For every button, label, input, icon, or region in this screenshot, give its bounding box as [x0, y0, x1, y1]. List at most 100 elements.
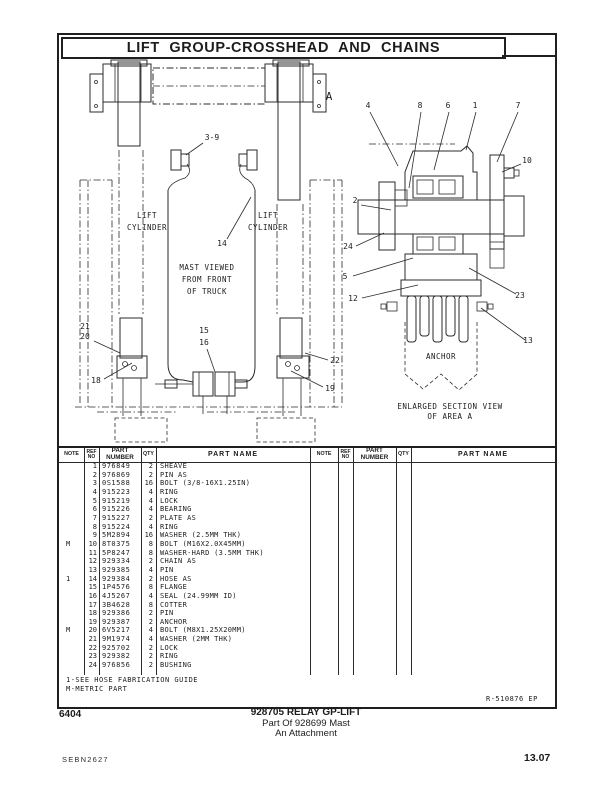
- cell-name: LOCK: [160, 643, 179, 652]
- cell-note: [59, 497, 84, 506]
- callout-20: 20: [80, 332, 90, 341]
- sheave-left-drawing: [89, 59, 152, 147]
- cell-ref: 24: [88, 661, 97, 670]
- column-divider: [141, 448, 142, 675]
- flange-fitting-drawing: [155, 371, 248, 414]
- cell-note: [59, 601, 84, 610]
- callout-4: 4: [366, 101, 371, 110]
- header-qty: QTY: [143, 451, 154, 458]
- page-title: LIFT GROUP-CROSSHEAD AND CHAINS: [126, 40, 441, 56]
- callout-8: 8: [418, 101, 423, 110]
- cell-name: COTTER: [160, 600, 188, 609]
- column-divider: [156, 448, 157, 675]
- callout-leaders-left: [93, 142, 329, 388]
- header-note: NOTE: [64, 451, 79, 458]
- cell-pn: 929385: [102, 565, 131, 574]
- page-border: [57, 33, 557, 709]
- column-divider: [99, 448, 100, 675]
- caption-group-title: 928705 RELAY GP-LIFT: [250, 707, 362, 718]
- cell-note: [59, 557, 84, 566]
- callout-10: 10: [522, 156, 532, 165]
- view-note-line1: MAST VIEWED: [179, 263, 234, 272]
- cell-pn: 915227: [102, 513, 131, 522]
- cell-qty: 4: [148, 522, 153, 531]
- cell-ref: 1: [92, 462, 97, 470]
- cell-pn: 8T0375: [102, 539, 131, 548]
- cell-name: HOSE AS: [160, 574, 192, 583]
- lift-cylinder-right-label-line1: LIFT: [258, 211, 278, 220]
- cell-note: [59, 644, 84, 653]
- cell-name: ANCHOR: [160, 617, 188, 626]
- cell-note: [59, 471, 84, 480]
- column-divider: [338, 448, 339, 675]
- cell-ref: 7: [92, 513, 97, 522]
- cell-note: [59, 652, 84, 661]
- cell-name: BEARING: [160, 505, 192, 514]
- cell-pn: 976869: [102, 470, 131, 479]
- cell-note: [59, 505, 84, 514]
- hose-fitting-right-drawing: [238, 149, 258, 191]
- cell-name: PLATE AS: [160, 513, 197, 522]
- cell-qty: 2: [148, 557, 153, 566]
- callout-22: 22: [330, 356, 340, 365]
- cell-ref: 3: [92, 479, 97, 488]
- area-a-marker: A: [326, 90, 333, 103]
- cell-pn: 929386: [102, 609, 131, 618]
- cell-qty: 4: [148, 505, 153, 514]
- crosshead-drawing: [152, 67, 266, 105]
- lift-cylinder-right-label-line2: CYLINDER: [248, 223, 288, 232]
- cell-ref: 2: [92, 470, 97, 479]
- cell-qty: 2: [148, 652, 153, 661]
- cell-ref: 18: [88, 609, 97, 618]
- cell-pn: 976849: [102, 462, 131, 470]
- cell-qty: 4: [148, 565, 153, 574]
- cell-pn: 4J5267: [102, 591, 131, 600]
- column-divider: [353, 448, 354, 675]
- cell-pn: 929384: [102, 574, 131, 583]
- cell-qty: 8: [148, 548, 153, 557]
- cell-ref: 20: [88, 626, 97, 635]
- chain-anchor-right-drawing: [276, 317, 310, 416]
- cell-ref: 8: [92, 522, 97, 531]
- lift-cylinder-left-label-line1: LIFT: [137, 211, 157, 220]
- cell-name: SHEAVE: [160, 462, 188, 470]
- cell-note: [59, 592, 84, 601]
- cell-name: BOLT (M8X1.25X20MM): [160, 626, 246, 635]
- cell-note: M: [66, 626, 71, 635]
- cell-note: [59, 635, 84, 644]
- cell-name: PIN: [160, 609, 174, 618]
- view-note-line3: OF TRUCK: [187, 287, 227, 296]
- cell-note: [59, 566, 84, 575]
- cell-pn: 9M1974: [102, 635, 131, 644]
- cell-qty: 2: [148, 617, 153, 626]
- page-number: 13.07: [524, 752, 551, 764]
- column-divider: [310, 448, 311, 675]
- callout-19: 19: [325, 384, 335, 393]
- callout-leaders-right: [352, 111, 526, 341]
- cell-note: [59, 462, 84, 471]
- cell-qty: 2: [148, 462, 153, 470]
- cell-name: RING: [160, 487, 179, 496]
- cell-name: WASHER-HARD (3.5MM THK): [160, 548, 264, 557]
- cell-ref: 10: [88, 539, 97, 548]
- cell-ref: 21: [88, 635, 97, 644]
- mast-front-view-drawing: A LIFT CYLINDER LIFT CYLINDER MAST VIEWE…: [75, 59, 343, 443]
- footnote-metric: M-METRIC PART: [66, 685, 128, 693]
- cell-note: [59, 523, 84, 532]
- cell-name: LOCK: [160, 496, 179, 505]
- document-code: SEBN2627: [62, 755, 109, 764]
- callout-7: 7: [516, 101, 521, 110]
- cell-qty: 8: [148, 600, 153, 609]
- caption-attachment: An Attachment: [275, 728, 337, 739]
- cell-qty: 2: [148, 643, 153, 652]
